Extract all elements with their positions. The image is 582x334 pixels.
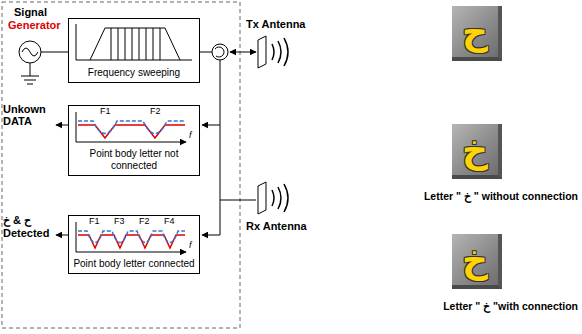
process-box: Frequency sweeping	[68, 18, 200, 83]
sweep-graph	[90, 28, 180, 60]
antenna-label: Rx Antenna	[246, 220, 307, 232]
sweep-graph	[76, 24, 77, 60]
response-graph	[78, 235, 185, 248]
box-text: Point body letter connected	[72, 258, 196, 270]
antenna-symbol	[258, 182, 266, 214]
response-graph	[78, 125, 185, 138]
tag-caption: Letter " خ " without connection	[424, 190, 578, 202]
sweep-graph	[153, 28, 154, 60]
antenna-label: Tx Antenna	[246, 18, 306, 30]
axis-label: f	[189, 240, 192, 250]
signal-generator-symbol	[22, 48, 38, 56]
frequency-mark: F1	[89, 216, 100, 226]
frequency-mark: F3	[114, 216, 125, 226]
signal-generator-symbol	[24, 80, 36, 81]
tag-caption: Letter " خ "with connection	[443, 300, 578, 312]
response-graph	[76, 222, 186, 252]
sweep-graph	[118, 28, 119, 60]
signal-label: Generator	[8, 19, 61, 31]
reader-enclosure	[2, 2, 240, 328]
sweep-graph	[139, 28, 140, 60]
response-graph	[76, 112, 77, 142]
circulator-symbol	[212, 44, 228, 60]
signal-wire	[230, 52, 256, 53]
antenna-symbol	[258, 36, 288, 214]
process-box: Point body letter connected	[68, 215, 200, 274]
sweep-graph	[146, 28, 147, 60]
signal-generator-symbol	[27, 84, 33, 85]
antenna-symbol	[272, 190, 274, 206]
sweep-graph	[125, 28, 126, 60]
tag-letter: ح	[462, 12, 488, 52]
response-graph	[78, 231, 185, 243]
antenna-symbol	[284, 184, 288, 212]
signal-wire	[220, 60, 221, 235]
box-text: Frequency sweeping	[72, 67, 196, 79]
frequency-mark: F4	[164, 216, 175, 226]
letter-tag: خ	[452, 124, 502, 179]
response-graph	[78, 121, 185, 134]
axis-label: f	[189, 130, 192, 140]
signal-generator-symbol	[41, 52, 68, 53]
signal-generator-symbol	[19, 41, 68, 84]
circulator-symbol	[215, 47, 224, 57]
process-box: Point body letter not connected	[68, 105, 200, 176]
response-graph	[76, 222, 77, 252]
signal-wire	[200, 52, 212, 53]
sweep-graph	[76, 24, 192, 60]
antenna-symbol	[272, 38, 288, 212]
sweep-graph	[76, 60, 192, 61]
sweep-graph	[111, 28, 112, 60]
signal-label: Signal	[14, 6, 47, 18]
antenna-symbol	[258, 36, 266, 68]
antenna-symbol	[278, 187, 281, 209]
signal-generator-symbol	[30, 63, 31, 76]
box-text: Point body letter not connected	[72, 148, 196, 172]
sweep-graph	[160, 28, 161, 60]
signal-wire	[56, 235, 68, 236]
signal-wire	[202, 235, 220, 236]
signal-generator-symbol	[19, 41, 41, 63]
letter-tag: ح	[452, 6, 502, 61]
antenna-symbol	[284, 38, 288, 66]
output-label: ح & خ Detected	[3, 214, 55, 239]
frequency-mark: F1	[100, 106, 111, 116]
letter-tag: خ	[452, 234, 502, 289]
signal-wire	[220, 200, 256, 201]
signal-wire	[56, 52, 256, 235]
frequency-mark: F2	[150, 106, 161, 116]
response-graph	[76, 142, 186, 143]
antenna-symbol	[278, 41, 281, 63]
frequency-mark: F2	[139, 216, 150, 226]
response-graph	[76, 112, 186, 142]
signal-generator-symbol	[21, 76, 39, 77]
tag-letter: خ	[462, 240, 488, 280]
signal-wire	[56, 125, 68, 126]
output-label: Unkown DATA	[3, 103, 53, 127]
circulator-symbol	[212, 44, 228, 60]
signal-wire	[202, 125, 220, 126]
antenna-symbol	[272, 44, 274, 60]
sweep-graph	[132, 28, 133, 60]
response-graph	[76, 252, 186, 253]
tag-letter: خ	[462, 130, 488, 170]
